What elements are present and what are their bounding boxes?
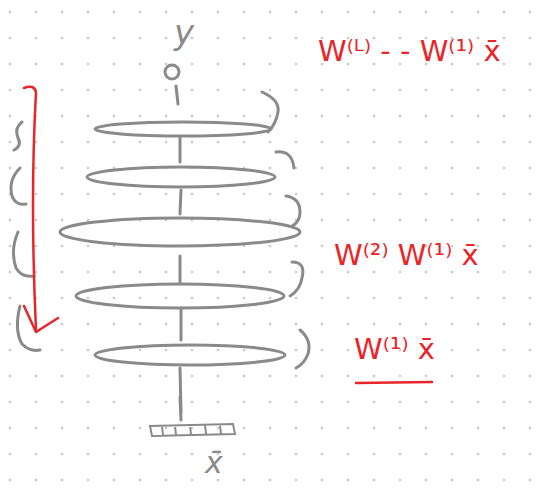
layer [76, 284, 284, 308]
input-link [180, 397, 181, 420]
output-node [165, 65, 179, 79]
bracket [14, 122, 22, 150]
bracket [286, 196, 300, 226]
bracket [262, 92, 278, 132]
layer [95, 122, 271, 136]
bracket [296, 330, 309, 368]
layer [60, 218, 300, 246]
bracket [290, 262, 303, 296]
bracket [13, 232, 34, 276]
label: W⁽ᴸ⁾ - - W⁽¹⁾ x̄ [318, 36, 501, 68]
label: x̄ [205, 446, 223, 479]
underline [356, 382, 432, 383]
arrow-head [24, 306, 58, 332]
layer [87, 167, 275, 187]
bracket [11, 168, 26, 204]
arrow-shaft [24, 87, 36, 330]
label: W⁽¹⁾ x̄ [354, 334, 435, 366]
label: W⁽²⁾ W⁽¹⁾ x̄ [334, 240, 479, 272]
network-sketch [11, 65, 309, 436]
label: y [174, 14, 194, 51]
input-vector [150, 424, 235, 436]
layer [95, 345, 285, 365]
bracket [276, 152, 294, 168]
